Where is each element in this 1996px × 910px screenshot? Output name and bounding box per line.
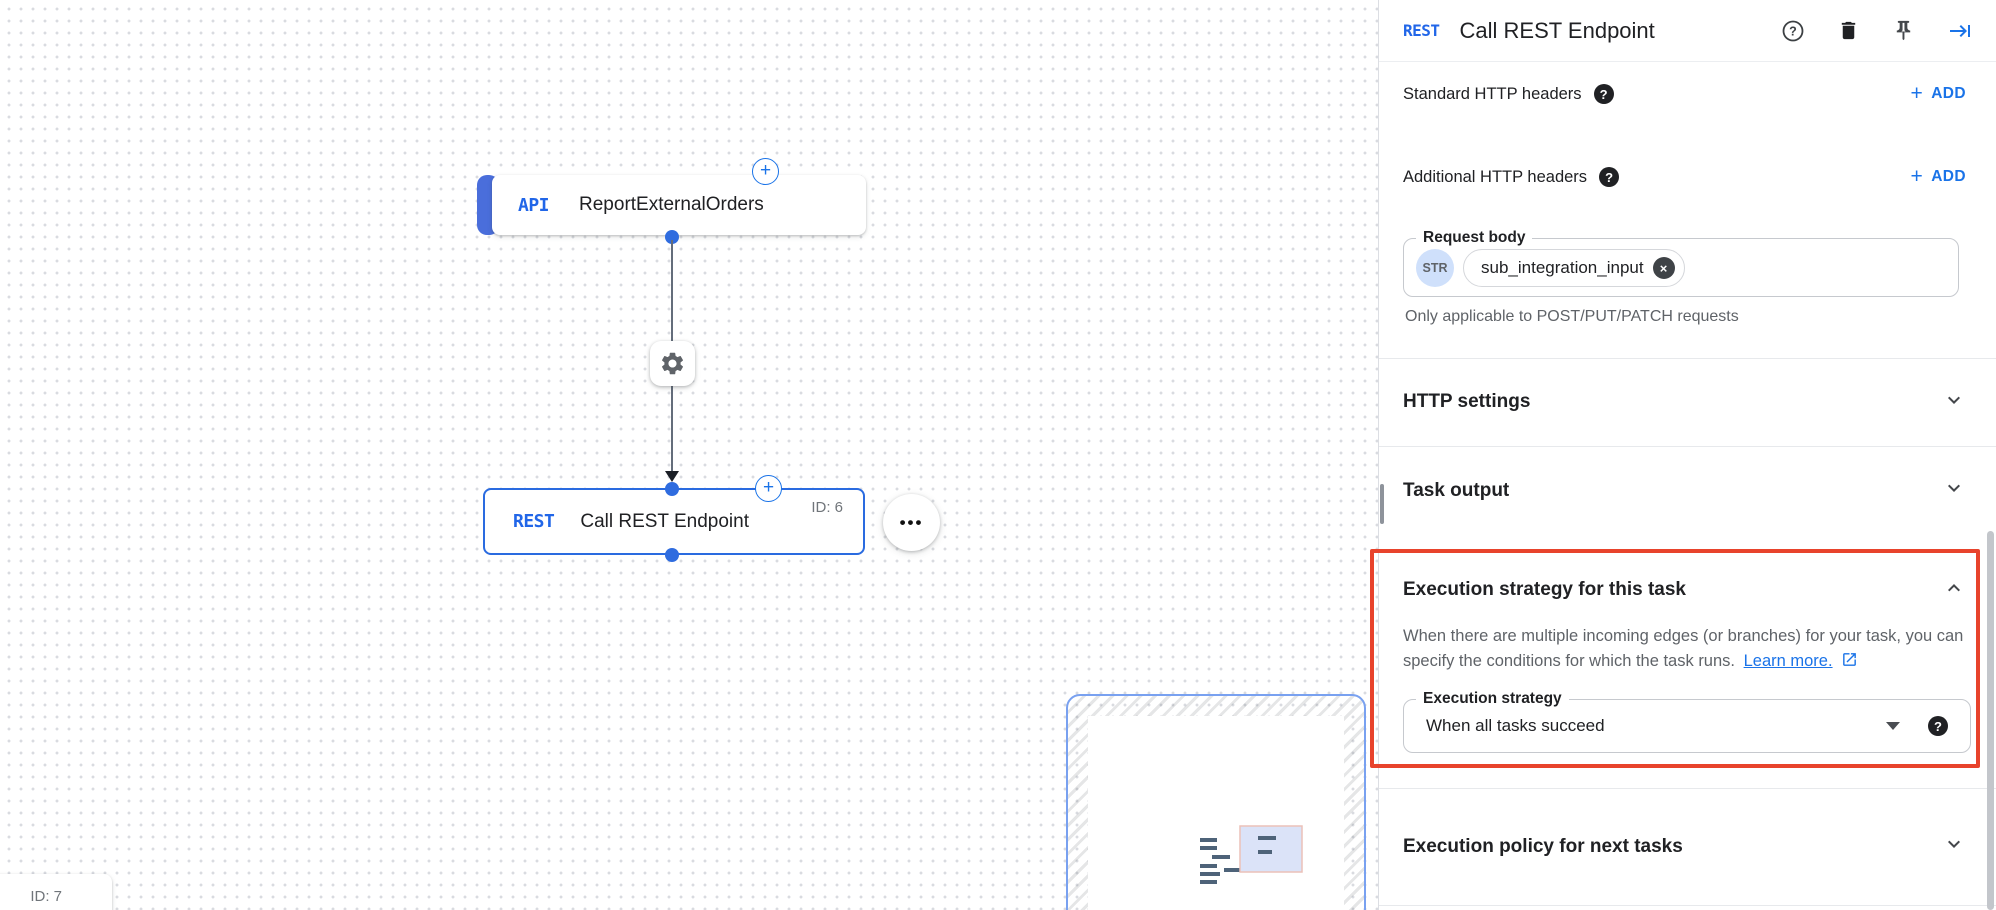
skip-to-end-icon bbox=[1950, 24, 1970, 37]
trigger-node-label: ReportExternalOrders bbox=[579, 194, 764, 215]
delete-task-button[interactable] bbox=[1836, 19, 1860, 43]
additional-headers-help-icon[interactable]: ? bbox=[1599, 167, 1620, 187]
request-body-helper-text: Only applicable to POST/PUT/PATCH reques… bbox=[1405, 308, 1739, 325]
plus-icon: + bbox=[1910, 165, 1924, 188]
standard-http-headers-row: Standard HTTP headers ? + ADD bbox=[1379, 70, 1996, 118]
workflow-canvas[interactable]: API ReportExternalOrders + REST Call RES… bbox=[0, 0, 1379, 910]
additional-http-headers-row: Additional HTTP headers ? + ADD bbox=[1379, 153, 1996, 201]
execution-strategy-title: Execution strategy for this task bbox=[1403, 579, 1686, 600]
divider bbox=[1379, 905, 1996, 906]
chevron-down-icon bbox=[1942, 832, 1966, 861]
execution-strategy-help-icon[interactable]: ? bbox=[1928, 716, 1948, 736]
rest-task-node-label: Call REST Endpoint bbox=[580, 510, 749, 532]
add-standard-header-button[interactable]: + ADD bbox=[1910, 82, 1966, 105]
pin-panel-button[interactable] bbox=[1891, 19, 1915, 43]
task-input-port[interactable] bbox=[665, 482, 679, 496]
task-output-section-header[interactable]: Task output bbox=[1379, 446, 1996, 535]
rest-task-node[interactable]: REST Call REST Endpoint ID: 6 bbox=[483, 488, 865, 555]
execution-strategy-description-text: When there are multiple incoming edges (… bbox=[1403, 627, 1964, 670]
execution-strategy-section-header[interactable]: Execution strategy for this task bbox=[1379, 562, 1996, 618]
rest-badge: REST bbox=[513, 511, 555, 532]
request-body-chips: STR sub_integration_input × bbox=[1404, 239, 1958, 297]
learn-more-link[interactable]: Learn more. bbox=[1743, 652, 1833, 670]
execution-strategy-select[interactable]: Execution strategy When all tasks succee… bbox=[1403, 690, 1971, 753]
add-standard-header-label: ADD bbox=[1931, 85, 1966, 102]
execution-strategy-description: When there are multiple incoming edges (… bbox=[1403, 624, 1969, 674]
execution-policy-section-header[interactable]: Execution policy for next tasks bbox=[1379, 788, 1996, 905]
divider bbox=[1379, 446, 1996, 447]
dropzone-inner bbox=[1088, 716, 1344, 910]
http-settings-section-header[interactable]: HTTP settings bbox=[1379, 358, 1996, 446]
gear-icon bbox=[661, 352, 684, 375]
string-type-chip: STR bbox=[1416, 249, 1454, 287]
panel-scroll-thumb[interactable] bbox=[1380, 484, 1384, 524]
add-task-below-trigger-button[interactable]: + bbox=[752, 158, 779, 185]
partial-node-id-label: ID: 7 bbox=[30, 888, 62, 905]
additional-http-headers-label: Additional HTTP headers bbox=[1403, 167, 1588, 186]
plus-icon: + bbox=[1910, 82, 1924, 105]
http-settings-title: HTTP settings bbox=[1403, 391, 1531, 412]
panel-rest-badge: REST bbox=[1403, 21, 1440, 40]
edge-arrowhead-icon bbox=[665, 471, 679, 482]
suggestion-dropzone[interactable] bbox=[1066, 694, 1366, 910]
standard-http-headers-label: Standard HTTP headers bbox=[1403, 84, 1582, 103]
external-link-icon bbox=[1843, 653, 1857, 666]
chevron-up-icon bbox=[1942, 576, 1966, 605]
request-body-field[interactable]: Request body STR sub_integration_input × bbox=[1403, 229, 1959, 297]
edge-settings-button[interactable] bbox=[650, 341, 695, 386]
help-button[interactable]: ? bbox=[1781, 19, 1805, 43]
task-output-port[interactable] bbox=[665, 548, 679, 562]
chevron-down-icon bbox=[1942, 476, 1966, 505]
page-scrollbar[interactable] bbox=[1987, 531, 1994, 910]
divider bbox=[1379, 788, 1996, 789]
api-badge: API bbox=[518, 194, 550, 216]
execution-policy-title: Execution policy for next tasks bbox=[1403, 835, 1683, 857]
divider bbox=[1379, 358, 1996, 359]
integration-preview-icon bbox=[1200, 825, 1303, 884]
panel-title: Call REST Endpoint bbox=[1459, 17, 1655, 43]
execution-strategy-value: When all tasks succeed bbox=[1426, 716, 1605, 735]
task-config-panel: REST Call REST Endpoint ? bbox=[1370, 0, 1996, 910]
request-body-label: Request body bbox=[1416, 229, 1533, 247]
add-task-at-rest-node-button[interactable]: + bbox=[755, 475, 782, 502]
remove-variable-icon[interactable]: × bbox=[1652, 257, 1675, 279]
variable-chip-label: sub_integration_input bbox=[1481, 258, 1644, 277]
variable-chip[interactable]: sub_integration_input × bbox=[1463, 249, 1685, 287]
dropdown-caret-icon bbox=[1886, 722, 1900, 730]
task-id-label: ID: 6 bbox=[811, 499, 843, 516]
help-outline-icon: ? bbox=[1782, 20, 1804, 41]
trigger-output-port[interactable] bbox=[665, 230, 679, 244]
standard-headers-help-icon[interactable]: ? bbox=[1593, 84, 1614, 104]
panel-header: REST Call REST Endpoint ? bbox=[1379, 0, 1996, 62]
trigger-node[interactable]: API ReportExternalOrders bbox=[492, 175, 866, 235]
task-output-title: Task output bbox=[1403, 479, 1510, 501]
svg-text:?: ? bbox=[1789, 24, 1797, 38]
chevron-down-icon bbox=[1942, 388, 1966, 417]
pin-icon bbox=[1896, 20, 1910, 41]
task-more-options-button[interactable]: ••• bbox=[883, 494, 940, 551]
add-additional-header-label: ADD bbox=[1931, 168, 1966, 185]
collapse-panel-button[interactable] bbox=[1948, 19, 1972, 43]
trash-icon bbox=[1841, 21, 1855, 40]
add-additional-header-button[interactable]: + ADD bbox=[1910, 165, 1966, 188]
execution-strategy-field-label: Execution strategy bbox=[1416, 690, 1569, 708]
partial-node[interactable]: ID: 7 bbox=[0, 874, 112, 910]
